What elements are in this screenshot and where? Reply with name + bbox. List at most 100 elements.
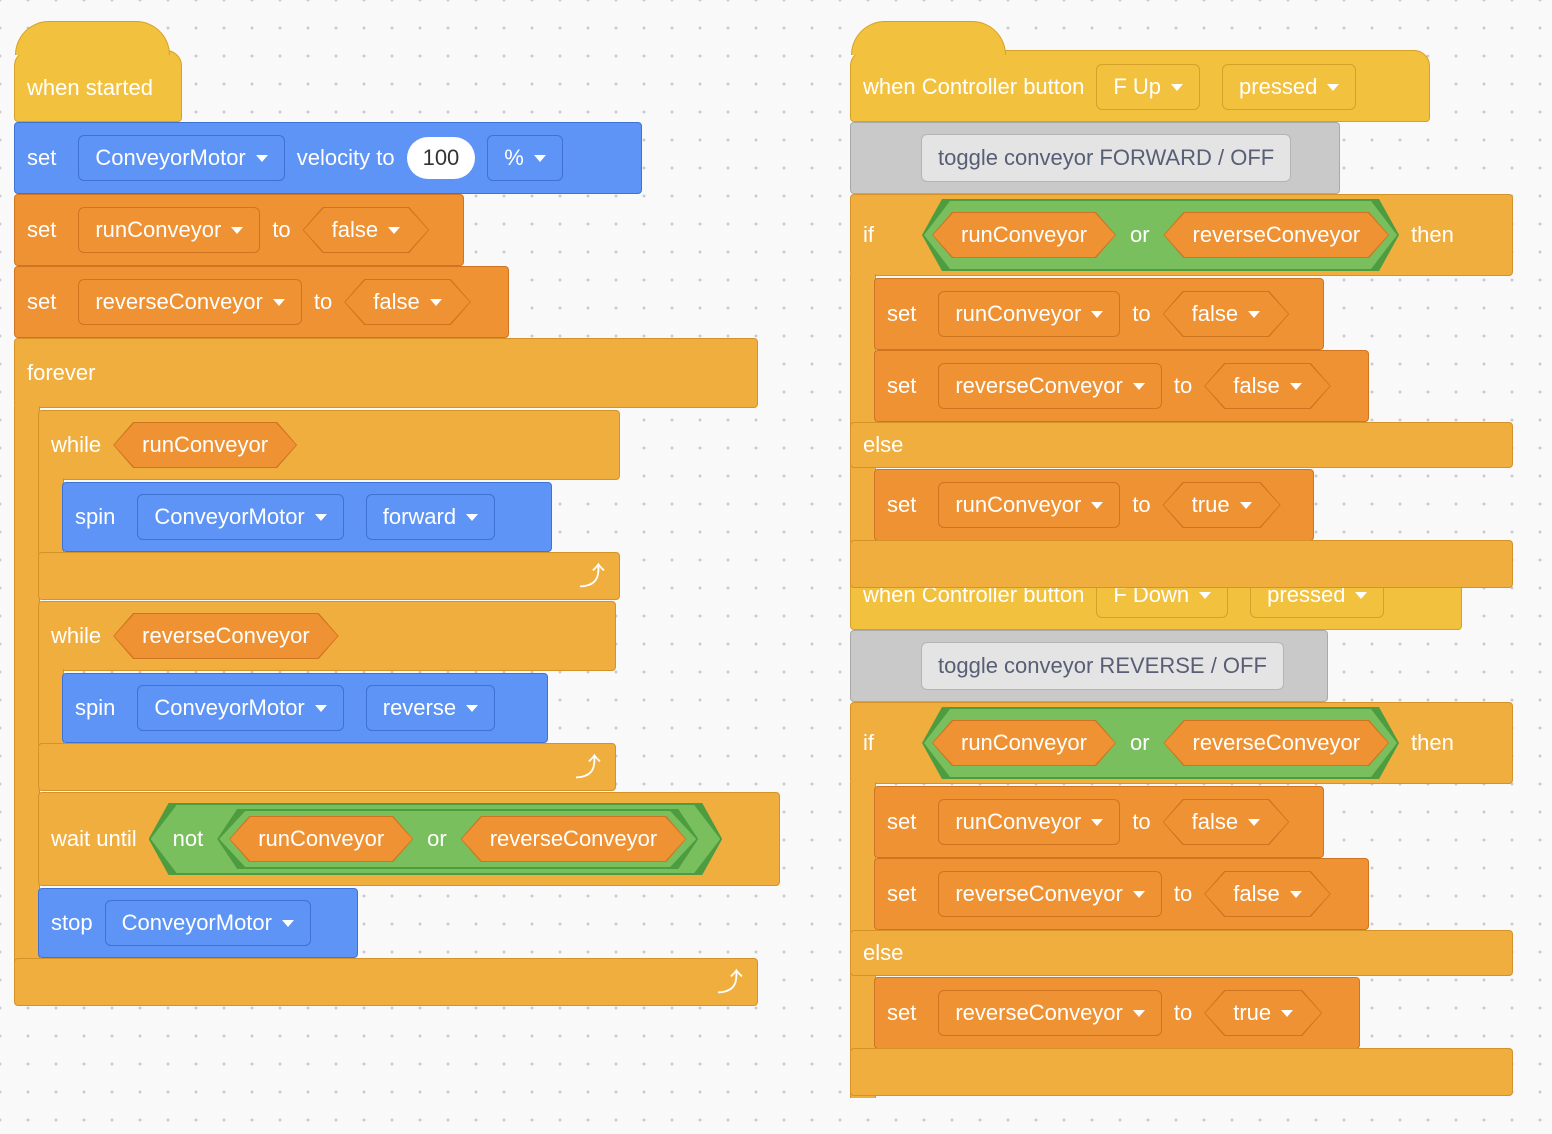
wait-until-block[interactable]: wait until not runConveyor or reverseCon… [38,792,780,886]
caret-down-icon [231,226,244,234]
comment-text[interactable]: toggle conveyor FORWARD / OFF [921,134,1292,182]
or-operator[interactable]: runConveyor or reverseConveyor [922,199,1399,271]
variable-dropdown[interactable]: reverseConveyor [78,279,302,325]
set-label: set [27,289,57,314]
set-run-conveyor-block[interactable]: set runConveyor to false [874,786,1324,858]
set-reverse-conveyor-block[interactable]: set reverseConveyor to false [874,350,1369,422]
condition-reverse-conveyor[interactable]: reverseConveyor [113,613,339,659]
while-reverse-footer[interactable]: ⤴ [38,743,616,791]
unit-dropdown[interactable]: % [487,135,563,181]
caret-down-icon [1132,1009,1145,1017]
variable-dropdown[interactable]: reverseConveyor [938,871,1162,917]
set-run-conveyor-block[interactable]: set runConveyor to false [14,194,464,266]
variable-dropdown-value: runConveyor [955,809,1082,834]
if-block[interactable]: if runConveyor or reverseConveyor then [850,702,1513,784]
variable-dropdown[interactable]: reverseConveyor [938,990,1162,1036]
caret-down-icon [1355,591,1368,599]
while-label: while [51,623,102,648]
spin-forward-block[interactable]: spin ConveyorMotor forward [62,482,552,552]
boolean-value: false [1233,373,1280,398]
boolean-value-dropdown[interactable]: true [1163,482,1281,528]
boolean-value: false [1191,301,1239,326]
forever-block[interactable]: forever [14,338,758,408]
stop-motor-block[interactable]: stop ConveyorMotor [38,888,358,958]
while-run-footer[interactable]: ⤴ [38,552,620,600]
comment-block[interactable]: toggle conveyor REVERSE / OFF [850,630,1328,702]
boolean-value-dropdown[interactable]: false [1163,291,1289,337]
motor-dropdown[interactable]: ConveyorMotor [137,494,344,540]
hat-cap [15,21,170,55]
condition-reverse-conveyor[interactable]: reverseConveyor [461,816,687,862]
variable-dropdown[interactable]: runConveyor [938,482,1121,528]
or-operator[interactable]: runConveyor or reverseConveyor [922,707,1399,779]
comment-block[interactable]: toggle conveyor FORWARD / OFF [850,122,1340,194]
direction-dropdown-value: forward [382,504,457,529]
wait-until-label: wait until [51,826,137,851]
caret-down-icon [255,154,268,162]
if-footer[interactable] [850,1048,1513,1096]
velocity-value-input[interactable]: 100 [406,137,476,179]
while-run-block[interactable]: while runConveyor [38,410,620,480]
button-dropdown[interactable]: F Up [1096,64,1201,110]
direction-dropdown[interactable]: forward [365,494,496,540]
condition-run-conveyor[interactable]: runConveyor [229,816,413,862]
motor-dropdown[interactable]: ConveyorMotor [104,900,311,946]
else-bar[interactable]: else [850,930,1513,976]
set-reverse-conveyor-true-block[interactable]: set reverseConveyor to true [874,977,1360,1049]
boolean-value: false [1233,881,1280,906]
if-footer[interactable] [850,540,1513,588]
not-operator[interactable]: not runConveyor or reverseConveyor [149,803,723,875]
condition-value: reverseConveyor [1192,730,1361,755]
condition-value: runConveyor [961,730,1087,755]
state-dropdown[interactable]: pressed [1222,64,1357,110]
loop-arrow-icon: ⤴ [574,752,601,782]
while-reverse-block[interactable]: while reverseConveyor [38,601,616,671]
boolean-value-dropdown[interactable]: false [344,279,470,325]
caret-down-icon [430,299,442,306]
boolean-value-dropdown[interactable]: false [1204,363,1330,409]
caret-down-icon [1290,891,1302,898]
condition-value: runConveyor [961,222,1087,247]
when-started-hat-block[interactable]: when started [14,21,182,122]
to-label: to [1132,301,1151,326]
condition-run-conveyor[interactable]: runConveyor [932,720,1116,766]
forever-arm [14,406,40,962]
variable-dropdown[interactable]: reverseConveyor [938,363,1162,409]
direction-dropdown[interactable]: reverse [365,685,496,731]
boolean-value-dropdown[interactable]: false [1204,871,1330,917]
spin-reverse-block[interactable]: spin ConveyorMotor reverse [62,673,548,743]
else-label: else [863,940,904,965]
variable-dropdown[interactable]: runConveyor [938,291,1121,337]
else-bar[interactable]: else [850,422,1513,468]
set-run-conveyor-true-block[interactable]: set runConveyor to true [874,469,1314,541]
hat-label: when started [27,75,153,100]
caret-down-icon [1132,890,1145,898]
motor-dropdown[interactable]: ConveyorMotor [78,135,285,181]
comment-text[interactable]: toggle conveyor REVERSE / OFF [921,642,1284,690]
caret-down-icon [466,513,479,521]
stop-label: stop [51,910,93,935]
or-operator[interactable]: runConveyor or reverseConveyor [217,809,698,869]
set-velocity-block[interactable]: set ConveyorMotor velocity to 100 % [14,122,642,194]
or-label: or [1129,730,1150,755]
to-label: to [272,217,291,242]
variable-dropdown[interactable]: runConveyor [78,207,261,253]
forever-footer[interactable]: ⤴ [14,958,758,1006]
motor-dropdown[interactable]: ConveyorMotor [137,685,344,731]
condition-run-conveyor[interactable]: runConveyor [932,212,1116,258]
set-label: set [27,217,57,242]
condition-reverse-conveyor[interactable]: reverseConveyor [1164,212,1390,258]
caret-down-icon [388,227,400,234]
boolean-value-dropdown[interactable]: false [303,207,429,253]
boolean-value-dropdown[interactable]: false [1163,799,1289,845]
if-block[interactable]: if runConveyor or reverseConveyor then [850,194,1513,276]
set-reverse-conveyor-block[interactable]: set reverseConveyor to false [14,266,509,338]
boolean-value-dropdown[interactable]: true [1204,990,1322,1036]
set-reverse-conveyor-block[interactable]: set reverseConveyor to false [874,858,1369,930]
condition-reverse-conveyor[interactable]: reverseConveyor [1164,720,1390,766]
when-controller-button-hat-f-up[interactable]: when Controller button F Up pressed [850,21,1430,122]
condition-run-conveyor[interactable]: runConveyor [113,422,297,468]
set-label: set [887,881,917,906]
variable-dropdown[interactable]: runConveyor [938,799,1121,845]
set-run-conveyor-block[interactable]: set runConveyor to false [874,278,1324,350]
